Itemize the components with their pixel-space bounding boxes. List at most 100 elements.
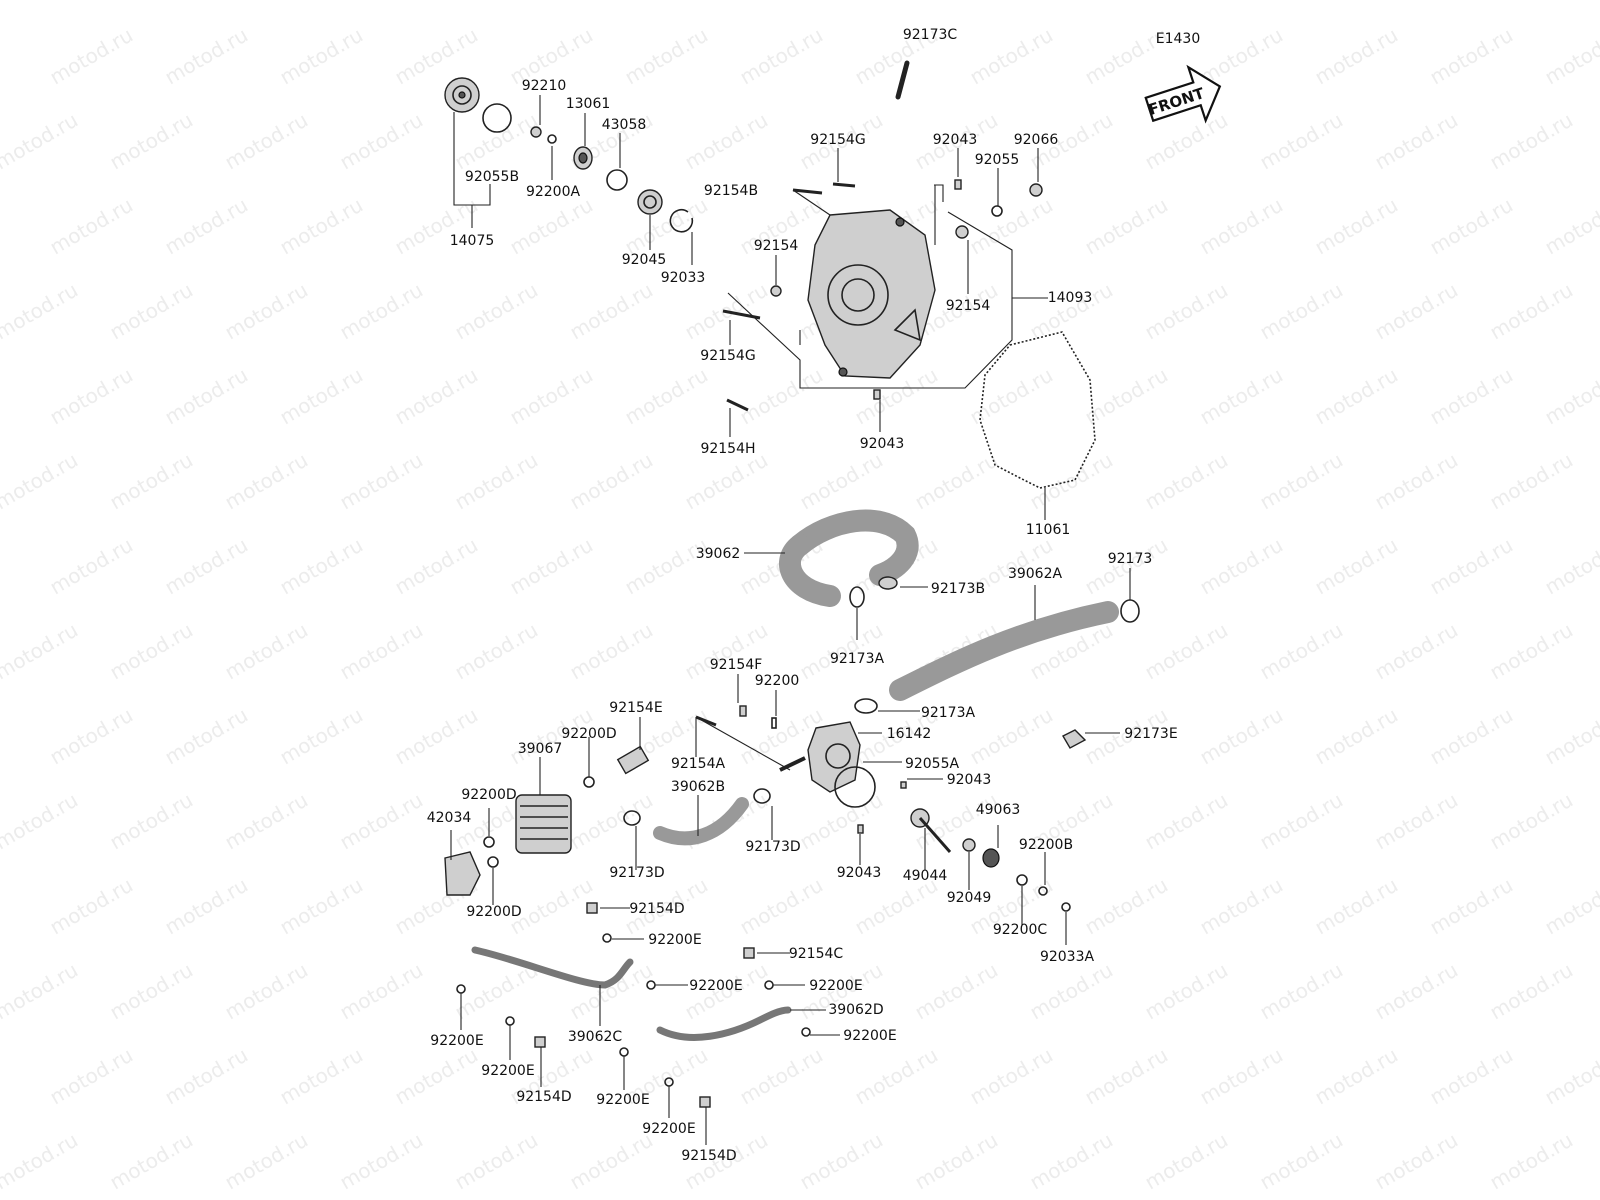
part-label: 14093 [1048, 290, 1093, 306]
part-label: 92200D [461, 787, 516, 803]
watermark-text: motod.ru [1371, 0, 1462, 4]
part-label: 92200A [526, 184, 581, 200]
watermark-text: motod.ru [1371, 278, 1462, 345]
watermark-text: motod.ru [161, 1043, 252, 1110]
part-label: 92043 [947, 772, 992, 788]
part-label: 39062C [568, 1029, 623, 1045]
part-seal-49063 [982, 848, 1000, 868]
watermark-text: motod.ru [451, 448, 542, 515]
part-oring-92055 [991, 205, 1003, 217]
watermark-text: motod.ru [1141, 278, 1232, 345]
watermark-text: motod.ru [1486, 108, 1577, 175]
watermark-text: motod.ru [336, 788, 427, 855]
watermark-text: motod.ru [1256, 618, 1347, 685]
watermark-text: motod.ru [1311, 193, 1402, 260]
part-label: 92154D [681, 1148, 736, 1164]
watermark-text: motod.ru [566, 448, 657, 515]
part-bolt-92154-right [955, 225, 969, 239]
part-label: 92066 [1014, 132, 1059, 148]
part-label: 92033A [1040, 949, 1095, 965]
watermark-text: motod.ru [1426, 363, 1517, 430]
watermark-text: motod.ru [1141, 618, 1232, 685]
part-label: 92200E [809, 978, 862, 994]
part-oring-43058 [606, 169, 628, 191]
part-hose-39062 [789, 509, 919, 586]
watermark-text: motod.ru [566, 958, 657, 1025]
watermark-text: motod.ru [1256, 448, 1347, 515]
part-label: 16142 [887, 726, 932, 742]
watermark-text: motod.ru [1256, 1128, 1347, 1195]
part-label: 92173A [830, 651, 885, 667]
part-label: 92200E [430, 1033, 483, 1049]
watermark-text: motod.ru [0, 448, 82, 515]
watermark-text: motod.ru [851, 1043, 942, 1110]
watermark-text: motod.ru [1486, 958, 1577, 1025]
part-label: 14075 [450, 233, 495, 249]
watermark-text: motod.ru [736, 363, 827, 430]
watermark-text: motod.ru [1541, 1043, 1600, 1110]
part-hose-39062b [653, 797, 749, 846]
watermark-text: motod.ru [796, 1128, 887, 1195]
watermark-text: motod.ru [1486, 0, 1577, 4]
watermark-text: motod.ru [1541, 363, 1600, 430]
part-label: 49063 [976, 802, 1021, 818]
watermark-text: motod.ru [1541, 23, 1600, 90]
watermark-text: motod.ru [336, 278, 427, 345]
watermark-text: motod.ru [0, 1128, 82, 1195]
part-washer-92200 [771, 717, 777, 729]
watermark-text: motod.ru [106, 618, 197, 685]
part-oring-92200d-b [487, 856, 499, 868]
part-bushing-13061 [573, 146, 593, 170]
part-label: 92154H [700, 441, 755, 457]
part-bolt-92154h [726, 398, 749, 412]
part-clamp-92173d-b [753, 788, 771, 804]
part-label: 92173E [1124, 726, 1177, 742]
watermark-text: motod.ru [506, 193, 597, 260]
part-label: 92055 [975, 152, 1020, 168]
part-label: 92200C [993, 922, 1048, 938]
part-label: 43058 [602, 117, 647, 133]
watermark-text: motod.ru [911, 1128, 1002, 1195]
watermark-text: motod.ru [391, 703, 482, 770]
part-label: 92033 [661, 270, 706, 286]
watermark-text: motod.ru [1256, 108, 1347, 175]
watermark-text: motod.ru [46, 873, 137, 940]
part-label: 92173C [903, 27, 958, 43]
part-bolt-92154g-top [832, 182, 856, 188]
watermark-text: motod.ru [106, 278, 197, 345]
part-washer-92200e-e [456, 984, 466, 994]
watermark-text: motod.ru [1371, 1128, 1462, 1195]
watermark-text: motod.ru [1426, 533, 1517, 600]
part-pipe-39062d [656, 1006, 792, 1041]
part-label: 92043 [860, 436, 905, 452]
part-bolt-92154c [743, 947, 755, 959]
watermark-text: motod.ru [276, 363, 367, 430]
watermark-text: motod.ru [1311, 23, 1402, 90]
part-label: 39062D [828, 1002, 883, 1018]
part-label: 92200D [561, 726, 616, 742]
watermark-text: motod.ru [621, 23, 712, 90]
watermark-text: motod.ru [621, 533, 712, 600]
part-label: 92055B [465, 169, 519, 185]
watermark-text: motod.ru [336, 108, 427, 175]
watermark-text: motod.ru [566, 788, 657, 855]
part-label: 92154G [700, 348, 755, 364]
watermark-text: motod.ru [1026, 1128, 1117, 1195]
part-label: 92200E [648, 932, 701, 948]
watermark-text: motod.ru [1026, 958, 1117, 1025]
watermark-text: motod.ru [506, 533, 597, 600]
part-dowel-92043-low [873, 389, 881, 400]
part-label: 92200E [689, 978, 742, 994]
part-label: 92200B [1019, 837, 1073, 853]
watermark-text: motod.ru [1256, 278, 1347, 345]
part-washer-92200e-g [619, 1047, 629, 1057]
watermark-text: motod.ru [1141, 788, 1232, 855]
watermark-text: motod.ru [1081, 873, 1172, 940]
part-washer-92200e-a [602, 933, 612, 943]
part-dowel-92043-c [900, 781, 907, 789]
part-label: 92154 [754, 238, 799, 254]
part-label: 92043 [837, 865, 882, 881]
watermark-text: motod.ru [0, 0, 82, 4]
watermark-text: motod.ru [276, 1043, 367, 1110]
watermark-text: motod.ru [161, 533, 252, 600]
